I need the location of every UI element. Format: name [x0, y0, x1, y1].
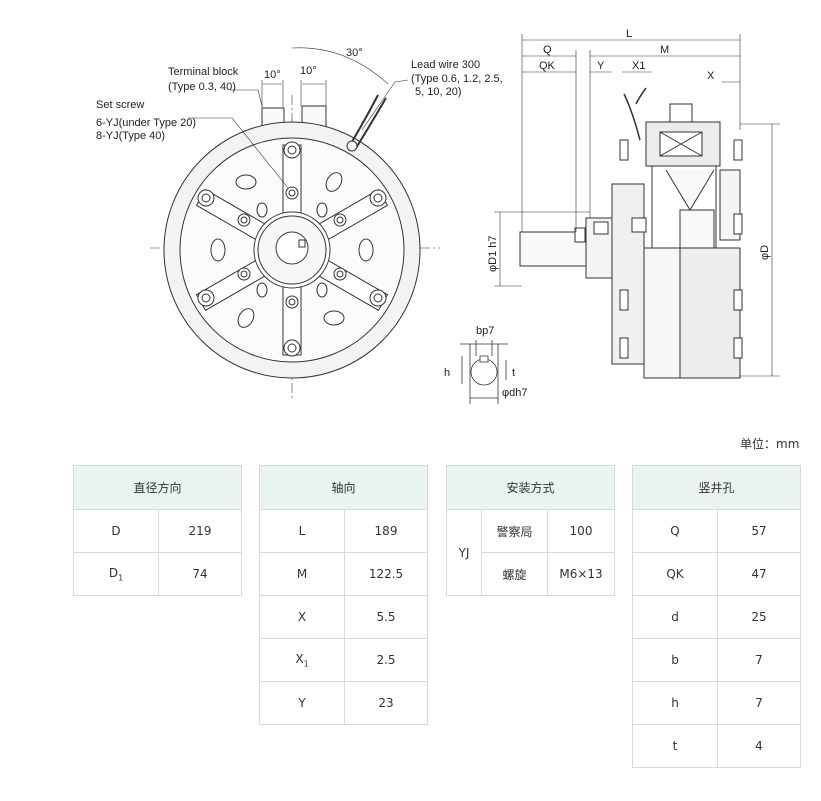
table-row: 螺旋 M6×13 [447, 552, 615, 596]
key-h-label: h [444, 367, 450, 379]
axial-header: 轴向 [259, 465, 428, 510]
lead-type-2-label: 5, 10, 20) [415, 86, 461, 98]
param-value: 25 [717, 595, 801, 639]
table-row: X 5.5 [259, 595, 428, 639]
key-t-label: t [512, 367, 515, 379]
lead-wire-label: Lead wire 300 [411, 59, 480, 71]
side-view [494, 34, 780, 379]
dim-x1-label: X1 [632, 60, 645, 72]
param-value: 7 [717, 681, 801, 725]
param-name: M [259, 552, 345, 596]
dim-m-label: M [660, 44, 669, 56]
param-value: 100 [547, 509, 615, 553]
param-name: 警察局 [481, 509, 548, 553]
radial-header: 直径方向 [73, 465, 242, 510]
param-value: 47 [717, 552, 801, 596]
front-view [150, 47, 440, 400]
param-name: h [632, 681, 718, 725]
table-row: YJ 警察局 100 [446, 509, 615, 596]
param-name: X1 [259, 638, 345, 682]
dim-l-label: L [626, 28, 632, 40]
param-value: 219 [158, 509, 242, 553]
param-name: L [259, 509, 345, 553]
axial-table: 轴向 L 189 M 122.5 X 5.5 X1 2.5 Y 23 [259, 465, 428, 725]
param-value: 122.5 [344, 552, 428, 596]
param-value: 2.5 [344, 638, 428, 682]
table-row: X1 2.5 [259, 638, 428, 682]
param-name: D [73, 509, 159, 553]
param-name: Q [632, 509, 718, 553]
mount-table: 安装方式 YJ 警察局 100 螺旋 M6×13 [446, 465, 615, 596]
param-name: d [632, 595, 718, 639]
table-row: D 219 [73, 509, 242, 553]
param-value: M6×13 [547, 552, 615, 596]
angle-30-label: 30° [346, 47, 363, 59]
param-name: Y [259, 681, 345, 725]
dim-d1-label: φD1 h7 [487, 236, 499, 273]
param-value: 189 [344, 509, 428, 553]
param-value: 23 [344, 681, 428, 725]
param-value: 7 [717, 638, 801, 682]
mount-header: 安装方式 [446, 465, 615, 510]
lead-type-1-label: (Type 0.6, 1.2, 2.5, [411, 73, 503, 85]
table-row: b 7 [632, 638, 801, 682]
key-d-label: φdh7 [502, 387, 528, 399]
shaft-header: 竖井孔 [632, 465, 801, 510]
table-row: d 25 [632, 595, 801, 639]
set-screw-8-label: 8-YJ(Type 40) [96, 130, 165, 142]
terminal-type-label: (Type 0.3, 40) [168, 81, 236, 93]
set-screw-label: Set screw [96, 99, 144, 111]
set-screw-6-label: 6-YJ(under Type 20) [96, 117, 196, 129]
dim-q-label: Q [543, 44, 552, 56]
param-value: 5.5 [344, 595, 428, 639]
key-b-label: bp7 [476, 325, 494, 337]
dim-x-label: X [707, 70, 715, 82]
shaft-table: 竖井孔 Q 57 QK 47 d 25 b 7 h 7 t 4 [632, 465, 801, 768]
dim-d-label: φD [759, 245, 771, 260]
param-name: X [259, 595, 345, 639]
param-name: QK [632, 552, 718, 596]
table-row: Y 23 [259, 681, 428, 725]
key-detail [460, 340, 508, 404]
terminal-block-label: Terminal block [168, 66, 239, 78]
unit-label: 单位：mm [740, 437, 800, 451]
table-row: h 7 [632, 681, 801, 725]
radial-table: 直径方向 D 219 D1 74 [73, 465, 242, 596]
dim-y-label: Y [597, 60, 605, 72]
technical-drawing: Terminal block (Type 0.3, 40) Set screw … [96, 28, 780, 404]
table-row: M 122.5 [259, 552, 428, 596]
param-name: 螺旋 [481, 552, 548, 596]
param-name: b [632, 638, 718, 682]
angle-10b-label: 10° [300, 65, 317, 77]
param-value: 57 [717, 509, 801, 553]
param-name: D1 [73, 552, 159, 596]
angle-10a-label: 10° [264, 69, 281, 81]
param-name: t [632, 724, 718, 768]
dim-qk-label: QK [539, 60, 556, 72]
table-row: L 189 [259, 509, 428, 553]
table-row: Q 57 [632, 509, 801, 553]
table-row: t 4 [632, 724, 801, 768]
param-value: 4 [717, 724, 801, 768]
param-value: 74 [158, 552, 242, 596]
table-row: D1 74 [73, 552, 242, 596]
mount-group: YJ [446, 509, 482, 596]
table-row: QK 47 [632, 552, 801, 596]
